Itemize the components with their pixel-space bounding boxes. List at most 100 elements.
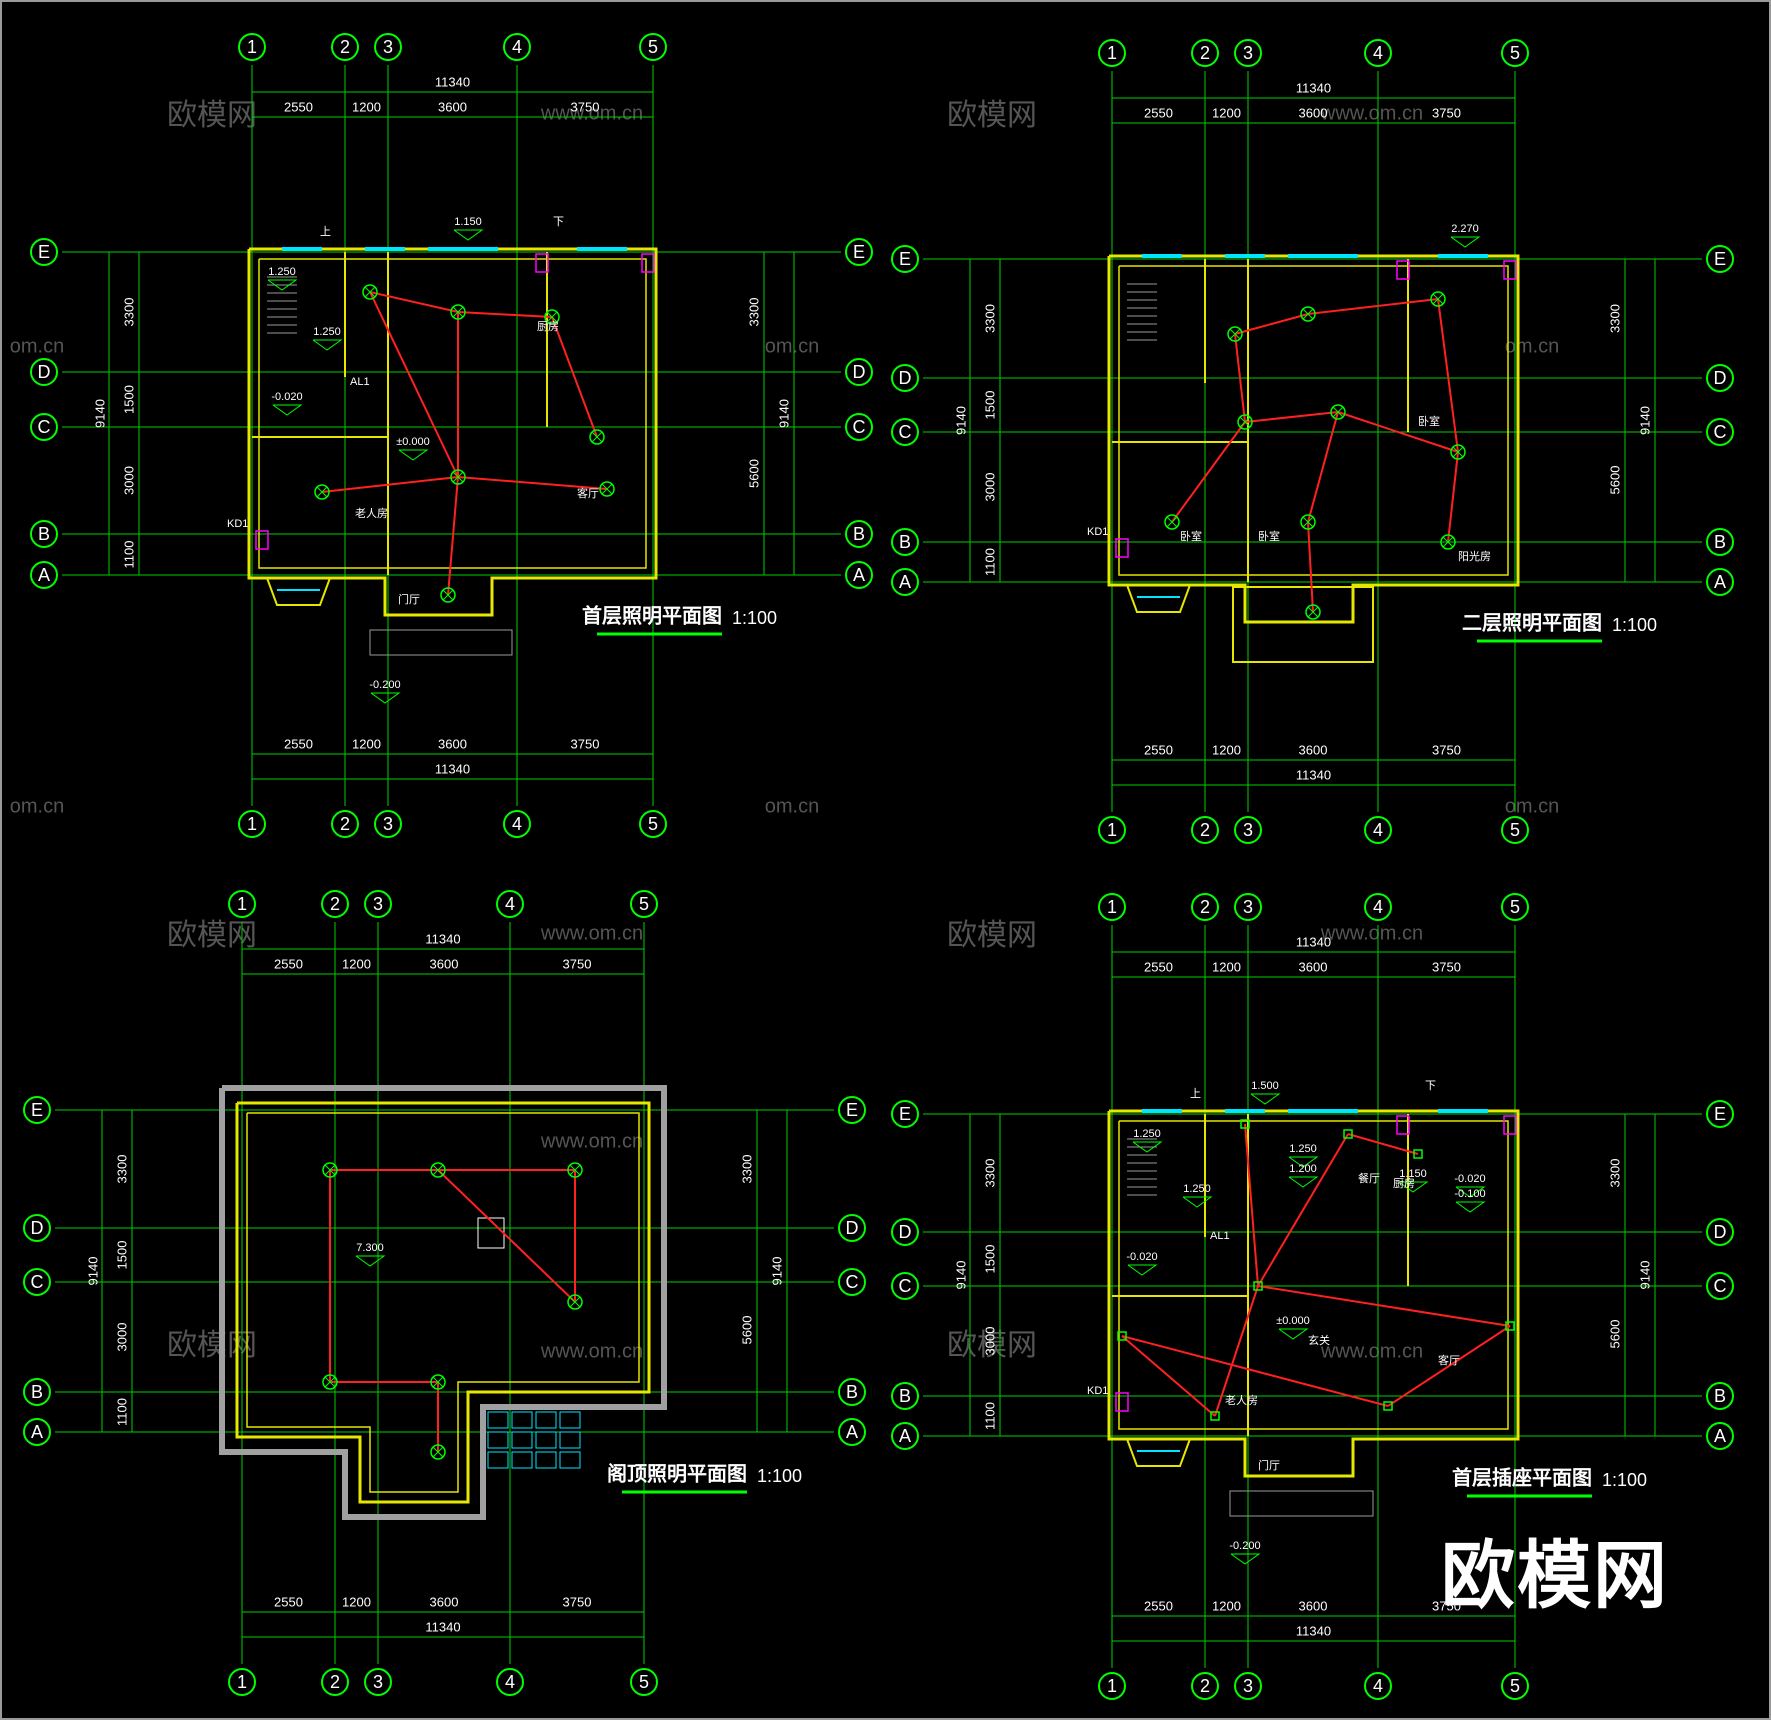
axis-bubble-right-A [845,561,873,589]
dimension-x: 1200 [352,99,381,114]
axis-bubble-left-B-label: B [899,532,911,552]
axis-bubble-right-E [838,1096,866,1124]
dimension-total-x: 11340 [1296,934,1331,949]
balcony-glass [535,1411,557,1429]
annotation-layer: 1.2501.250-0.020±0.0001.150-0.200上下KD1AL… [227,216,599,704]
axis-bubble-left-D-label: D [899,1222,912,1242]
annotation-layer: 7.300 [355,1242,386,1267]
dimension-y: 1100 [982,1402,997,1430]
dimension-y: 3300 [982,304,997,333]
dimension-y-right: 3300 [746,298,761,327]
circuit-wire [321,476,459,493]
elevation-marker [370,692,401,704]
axis-bubble-top-5 [630,890,658,918]
chimney [477,1217,505,1249]
axis-bubble-right-B [1706,1382,1734,1410]
room-label: KD1 [227,518,248,530]
axis-bubble-top-3 [364,890,392,918]
room-label: 厨房 [1393,1177,1415,1190]
axis-bubble-bottom-4 [1364,816,1392,844]
axis-bubble-left-A [891,1422,919,1450]
axis-bubble-bottom-2-label: 2 [340,814,350,834]
dimension-total-y: 9140 [953,1261,968,1290]
axis-bubble-top-5 [639,33,667,61]
axis-bubble-left-C-label: C [899,422,912,442]
axis-bubble-top-5-label: 5 [1510,43,1520,63]
axis-bubble-left-D [891,364,919,392]
light-fixture [430,1444,446,1460]
light-fixture-cross [442,589,454,601]
axis-bubble-top-1-label: 1 [1107,897,1117,917]
light-fixture [1430,291,1446,307]
balcony-glass [487,1431,509,1449]
axis-bubble-bottom-3-label: 3 [383,814,393,834]
elevation-marker [1182,1196,1213,1208]
dimension-total-x: 11340 [435,761,470,776]
axis-bubble-top-5-label: 5 [648,37,658,57]
axis-bubble-bottom-1 [238,810,266,838]
axis-bubble-top-2-label: 2 [1200,897,1210,917]
axis-bubble-top-4 [503,33,531,61]
circuit-wire [457,311,553,318]
axis-bubble-right-A-label: A [1714,1426,1726,1446]
balcony-glass [487,1451,509,1469]
elevation-label: -0.020 [1126,1251,1157,1263]
dimension-y: 3000 [121,466,136,495]
axis-bubble-top-4-label: 4 [505,894,515,914]
elevation-label: 1.150 [454,216,482,228]
light-fixture [1300,306,1316,322]
drawing-scale-text: 1:100 [732,608,777,628]
bay-window [1126,584,1191,613]
dimension-total-x: 11340 [425,931,460,946]
axis-bubble-left-D-label: D [899,368,912,388]
balcony-glass [535,1451,557,1469]
axis-bubble-bottom-3 [1234,816,1262,844]
roof-outline [219,1085,667,1520]
light-fixture [567,1294,583,1310]
drawing-title-text: 二层照明平面图 [1462,611,1602,634]
elevation-marker [1132,1141,1163,1153]
axis-bubble-bottom-2 [1191,1672,1219,1700]
axis-bubble-left-A [30,561,58,589]
dimension-x: 1200 [1212,742,1241,757]
axis-bubble-right-C [1706,1272,1734,1300]
watermark-text: 欧模网 [167,919,257,952]
axis-bubble-bottom-5-label: 5 [1510,1676,1520,1696]
axis-bubble-left-C [30,413,58,441]
dimension-y: 1100 [121,541,136,569]
dimension-total-y-right: 9140 [1637,406,1652,435]
axis-bubble-right-D-label: D [1714,368,1727,388]
elevation-marker [355,1255,386,1267]
elevation-label: 2.270 [1451,223,1479,235]
dimension-x: 2550 [274,956,303,971]
dimension-x: 3750 [563,956,592,971]
axis-bubble-top-1 [1098,893,1126,921]
outer-wall [1107,254,1520,624]
socket-symbol [1343,1129,1353,1139]
dimension-y: 3000 [982,1327,997,1356]
balcony-glass [535,1431,557,1449]
axis-bubble-right-D [845,358,873,386]
light-fixture-cross [1229,328,1241,340]
axis-bubble-right-D-label: D [853,362,866,382]
light-fixture-cross [1452,446,1464,458]
outer-wall [1107,1109,1520,1478]
elevation-marker [1230,1553,1261,1565]
light-fixture [1227,326,1243,342]
light-fixture [599,481,615,497]
light-fixture [314,484,330,500]
elevation-label: ±0.000 [1276,1315,1310,1327]
light-fixture-cross [1302,308,1314,320]
watermark-text: 欧模网 [947,919,1037,952]
axis-bubble-right-A [1706,568,1734,596]
light-fixture-cross [316,486,328,498]
circuit-wire [1214,1285,1259,1417]
light-fixture-cross [324,1376,336,1388]
room-label: 玄关 [1308,1333,1330,1347]
axis-bubble-left-E [891,245,919,273]
entrance-steps [369,629,513,656]
axis-bubble-bottom-5-label: 5 [1510,820,1520,840]
dimension-total-y: 9140 [92,399,107,428]
balcony-glass [511,1411,533,1429]
